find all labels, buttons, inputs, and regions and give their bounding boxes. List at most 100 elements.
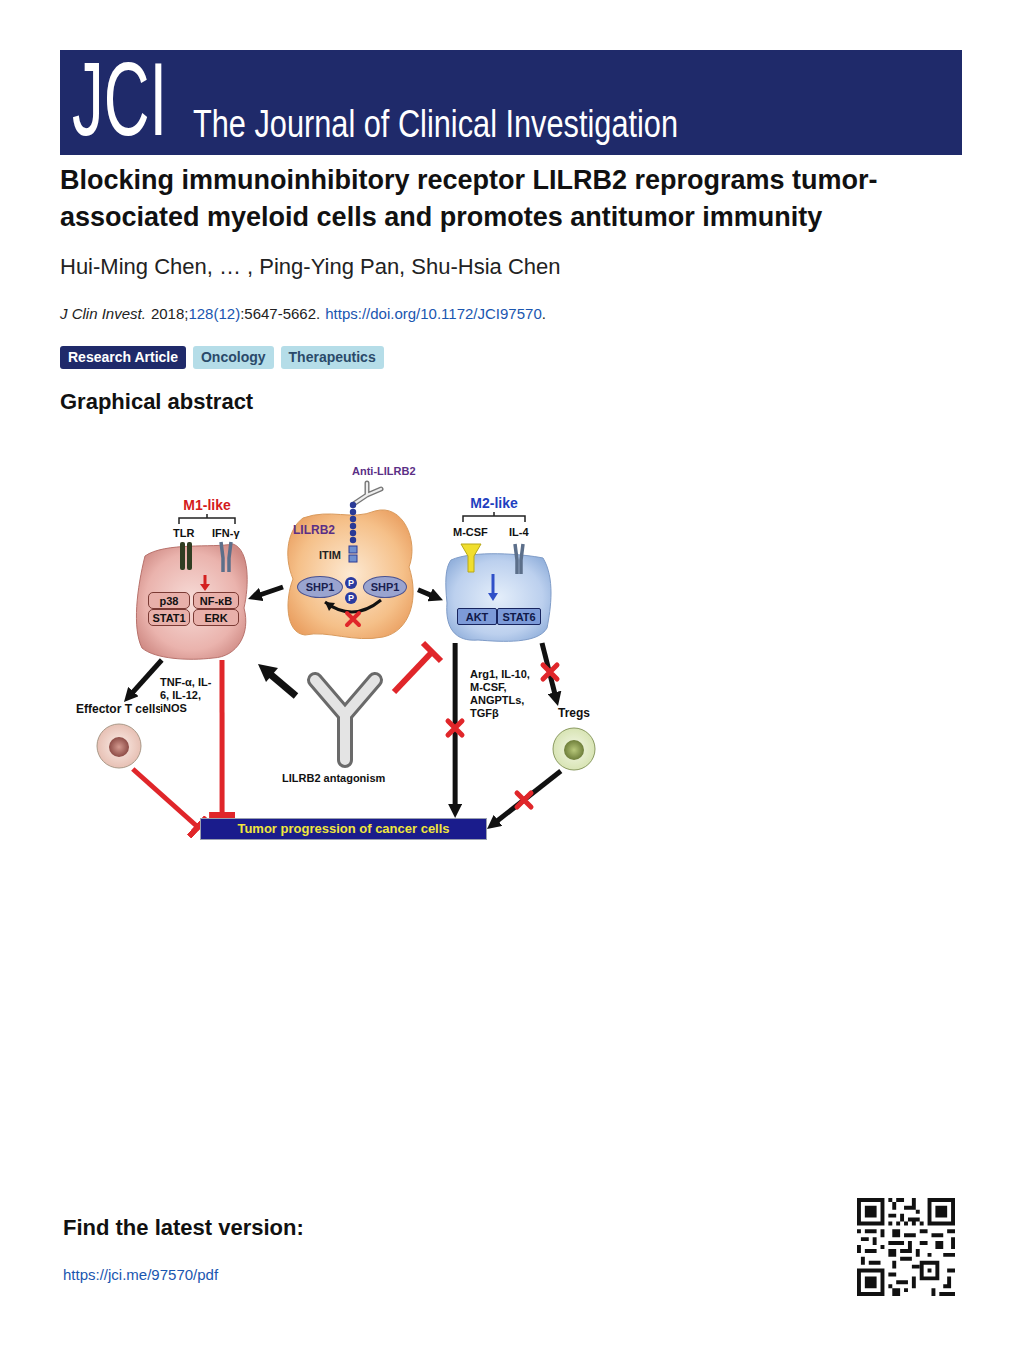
drawing-part bbox=[187, 542, 192, 570]
citation-row: J Clin Invest. 2018;128(12):5647-5662. htt… bbox=[60, 305, 546, 323]
drawing-part bbox=[492, 574, 495, 594]
drawing-part bbox=[350, 537, 356, 543]
tag-row: Research ArticleOncologyTherapeutics bbox=[60, 346, 384, 369]
arrow-connector bbox=[418, 590, 434, 597]
cell-outline bbox=[96, 723, 142, 769]
antibody-label: LILRB2 antagonism bbox=[282, 772, 385, 785]
drawing-part bbox=[349, 546, 357, 553]
t-cell-circle: Effector T cells bbox=[96, 723, 142, 769]
cell-outline bbox=[443, 548, 553, 643]
m1-cell: M1-likep38NF-κBSTAT1ERK bbox=[133, 538, 248, 660]
tumor-box: Tumor progression of cancer cells bbox=[200, 818, 487, 840]
node-text: Tumor progression of cancer cells bbox=[237, 821, 449, 837]
cell-outline bbox=[552, 727, 596, 771]
phospho-mark: P bbox=[345, 577, 357, 589]
antibody-label: Anti-LILRB2 bbox=[352, 465, 416, 478]
edge-label: Arg1, IL-10, M-CSF, ANGPTLs, TGFβ bbox=[470, 668, 534, 720]
arrow-head bbox=[258, 664, 278, 682]
arrow-connector bbox=[495, 771, 561, 823]
drawing-part bbox=[350, 502, 356, 508]
receptor-label: M-CSF bbox=[453, 526, 488, 539]
edge-label: TNF-α, IL-6, IL-12, iNOS bbox=[160, 676, 218, 715]
node-text: SHP1 bbox=[371, 580, 400, 594]
section-heading: Find the latest version: bbox=[63, 1215, 304, 1241]
journal-banner bbox=[60, 50, 962, 155]
journal-name: The Journal of Clinical Investigation bbox=[193, 105, 678, 143]
citation-text: :5647-5662. bbox=[240, 305, 320, 323]
signal-box: AKT bbox=[457, 608, 497, 625]
node-text: Effector T cells bbox=[69, 702, 169, 716]
inhibition-bar bbox=[423, 643, 441, 661]
node-text: LILRB2 bbox=[293, 523, 335, 537]
drawing-part bbox=[350, 502, 356, 543]
antibody-symbol bbox=[315, 680, 375, 760]
phosphatase-ellipse: SHP1 bbox=[297, 576, 343, 598]
drawing-part bbox=[461, 544, 481, 572]
drawing-part bbox=[350, 523, 356, 529]
drawing-part bbox=[448, 721, 462, 735]
drawing-part bbox=[221, 542, 231, 572]
signal-box: STAT6 bbox=[497, 608, 541, 625]
citation-link: 128(12) bbox=[188, 305, 240, 323]
category-tag: Oncology bbox=[193, 346, 274, 369]
drawing-part bbox=[288, 510, 413, 639]
m2-cell: M2-likeAKTSTAT6 bbox=[443, 548, 553, 643]
author-list: Hui-Ming Chen, … , Ping-Ying Pan, Shu-Hs… bbox=[60, 254, 561, 280]
node-text: AKT bbox=[466, 610, 489, 624]
drawing-part bbox=[355, 483, 381, 503]
drawing-part bbox=[109, 737, 129, 757]
paper-title: Blocking immunoinhibitory receptor LILRB… bbox=[60, 162, 965, 236]
qr-finder bbox=[857, 1198, 955, 1296]
signal-box: NF-κB bbox=[193, 592, 239, 609]
node-text: SHP1 bbox=[306, 580, 335, 594]
citation-link: https://doi.org/10.1172/JCI97570 bbox=[325, 305, 542, 323]
phosphatase-ellipse: SHP1 bbox=[363, 576, 407, 598]
arrow-connector bbox=[257, 587, 283, 596]
drawing-part bbox=[325, 602, 335, 611]
drawing-part bbox=[180, 542, 185, 570]
drawing-part bbox=[347, 613, 359, 625]
treg-circle: Tregs bbox=[552, 727, 596, 771]
drawing-part bbox=[515, 544, 523, 574]
pdf-link: https://jci.me/97570/pdf bbox=[63, 1266, 218, 1284]
drawing-part bbox=[179, 514, 235, 524]
qr-code bbox=[857, 1198, 955, 1296]
node-text: Tregs bbox=[534, 706, 614, 720]
section-heading: Graphical abstract bbox=[60, 389, 253, 415]
receptor-label: IFN-γ bbox=[212, 527, 240, 540]
citation-text: 2018; bbox=[151, 305, 189, 323]
drawing-part bbox=[350, 516, 356, 522]
inhibition-line bbox=[394, 652, 432, 692]
drawing-part bbox=[97, 724, 141, 768]
citation-text: J Clin Invest. bbox=[60, 305, 146, 323]
drawing-part bbox=[553, 728, 595, 770]
arrow-connector bbox=[131, 660, 162, 695]
drawing-part bbox=[355, 483, 381, 503]
drawing-part bbox=[517, 793, 531, 807]
drawing-part bbox=[543, 665, 557, 679]
block-cross bbox=[448, 665, 557, 807]
drawing-part bbox=[446, 554, 551, 642]
activation-arrow bbox=[270, 674, 296, 696]
drawing-part bbox=[350, 509, 356, 515]
node-text: M1-like bbox=[167, 497, 247, 514]
drawing-part bbox=[488, 593, 498, 601]
drawing-part bbox=[204, 575, 207, 585]
drawing-part bbox=[564, 740, 584, 760]
node-text: ITIM bbox=[319, 549, 341, 562]
drawing-part bbox=[349, 555, 357, 562]
receptor-label: IL-4 bbox=[509, 526, 529, 539]
signal-box: ERK bbox=[193, 609, 239, 626]
inhibition-connector bbox=[220, 660, 225, 818]
phospho-mark: P bbox=[345, 592, 357, 604]
qr-modules bbox=[857, 1198, 955, 1296]
signal-box: STAT1 bbox=[148, 609, 190, 626]
receptor-label: TLR bbox=[173, 527, 194, 540]
node-text: STAT6 bbox=[502, 610, 535, 624]
category-tag: Research Article bbox=[60, 346, 186, 369]
drawing-part bbox=[200, 584, 210, 591]
drawing-part bbox=[350, 530, 356, 536]
antibody-symbol bbox=[315, 680, 375, 760]
myeloid-cell: LILRB2ITIM SHP1 SHP1 bbox=[283, 503, 418, 643]
